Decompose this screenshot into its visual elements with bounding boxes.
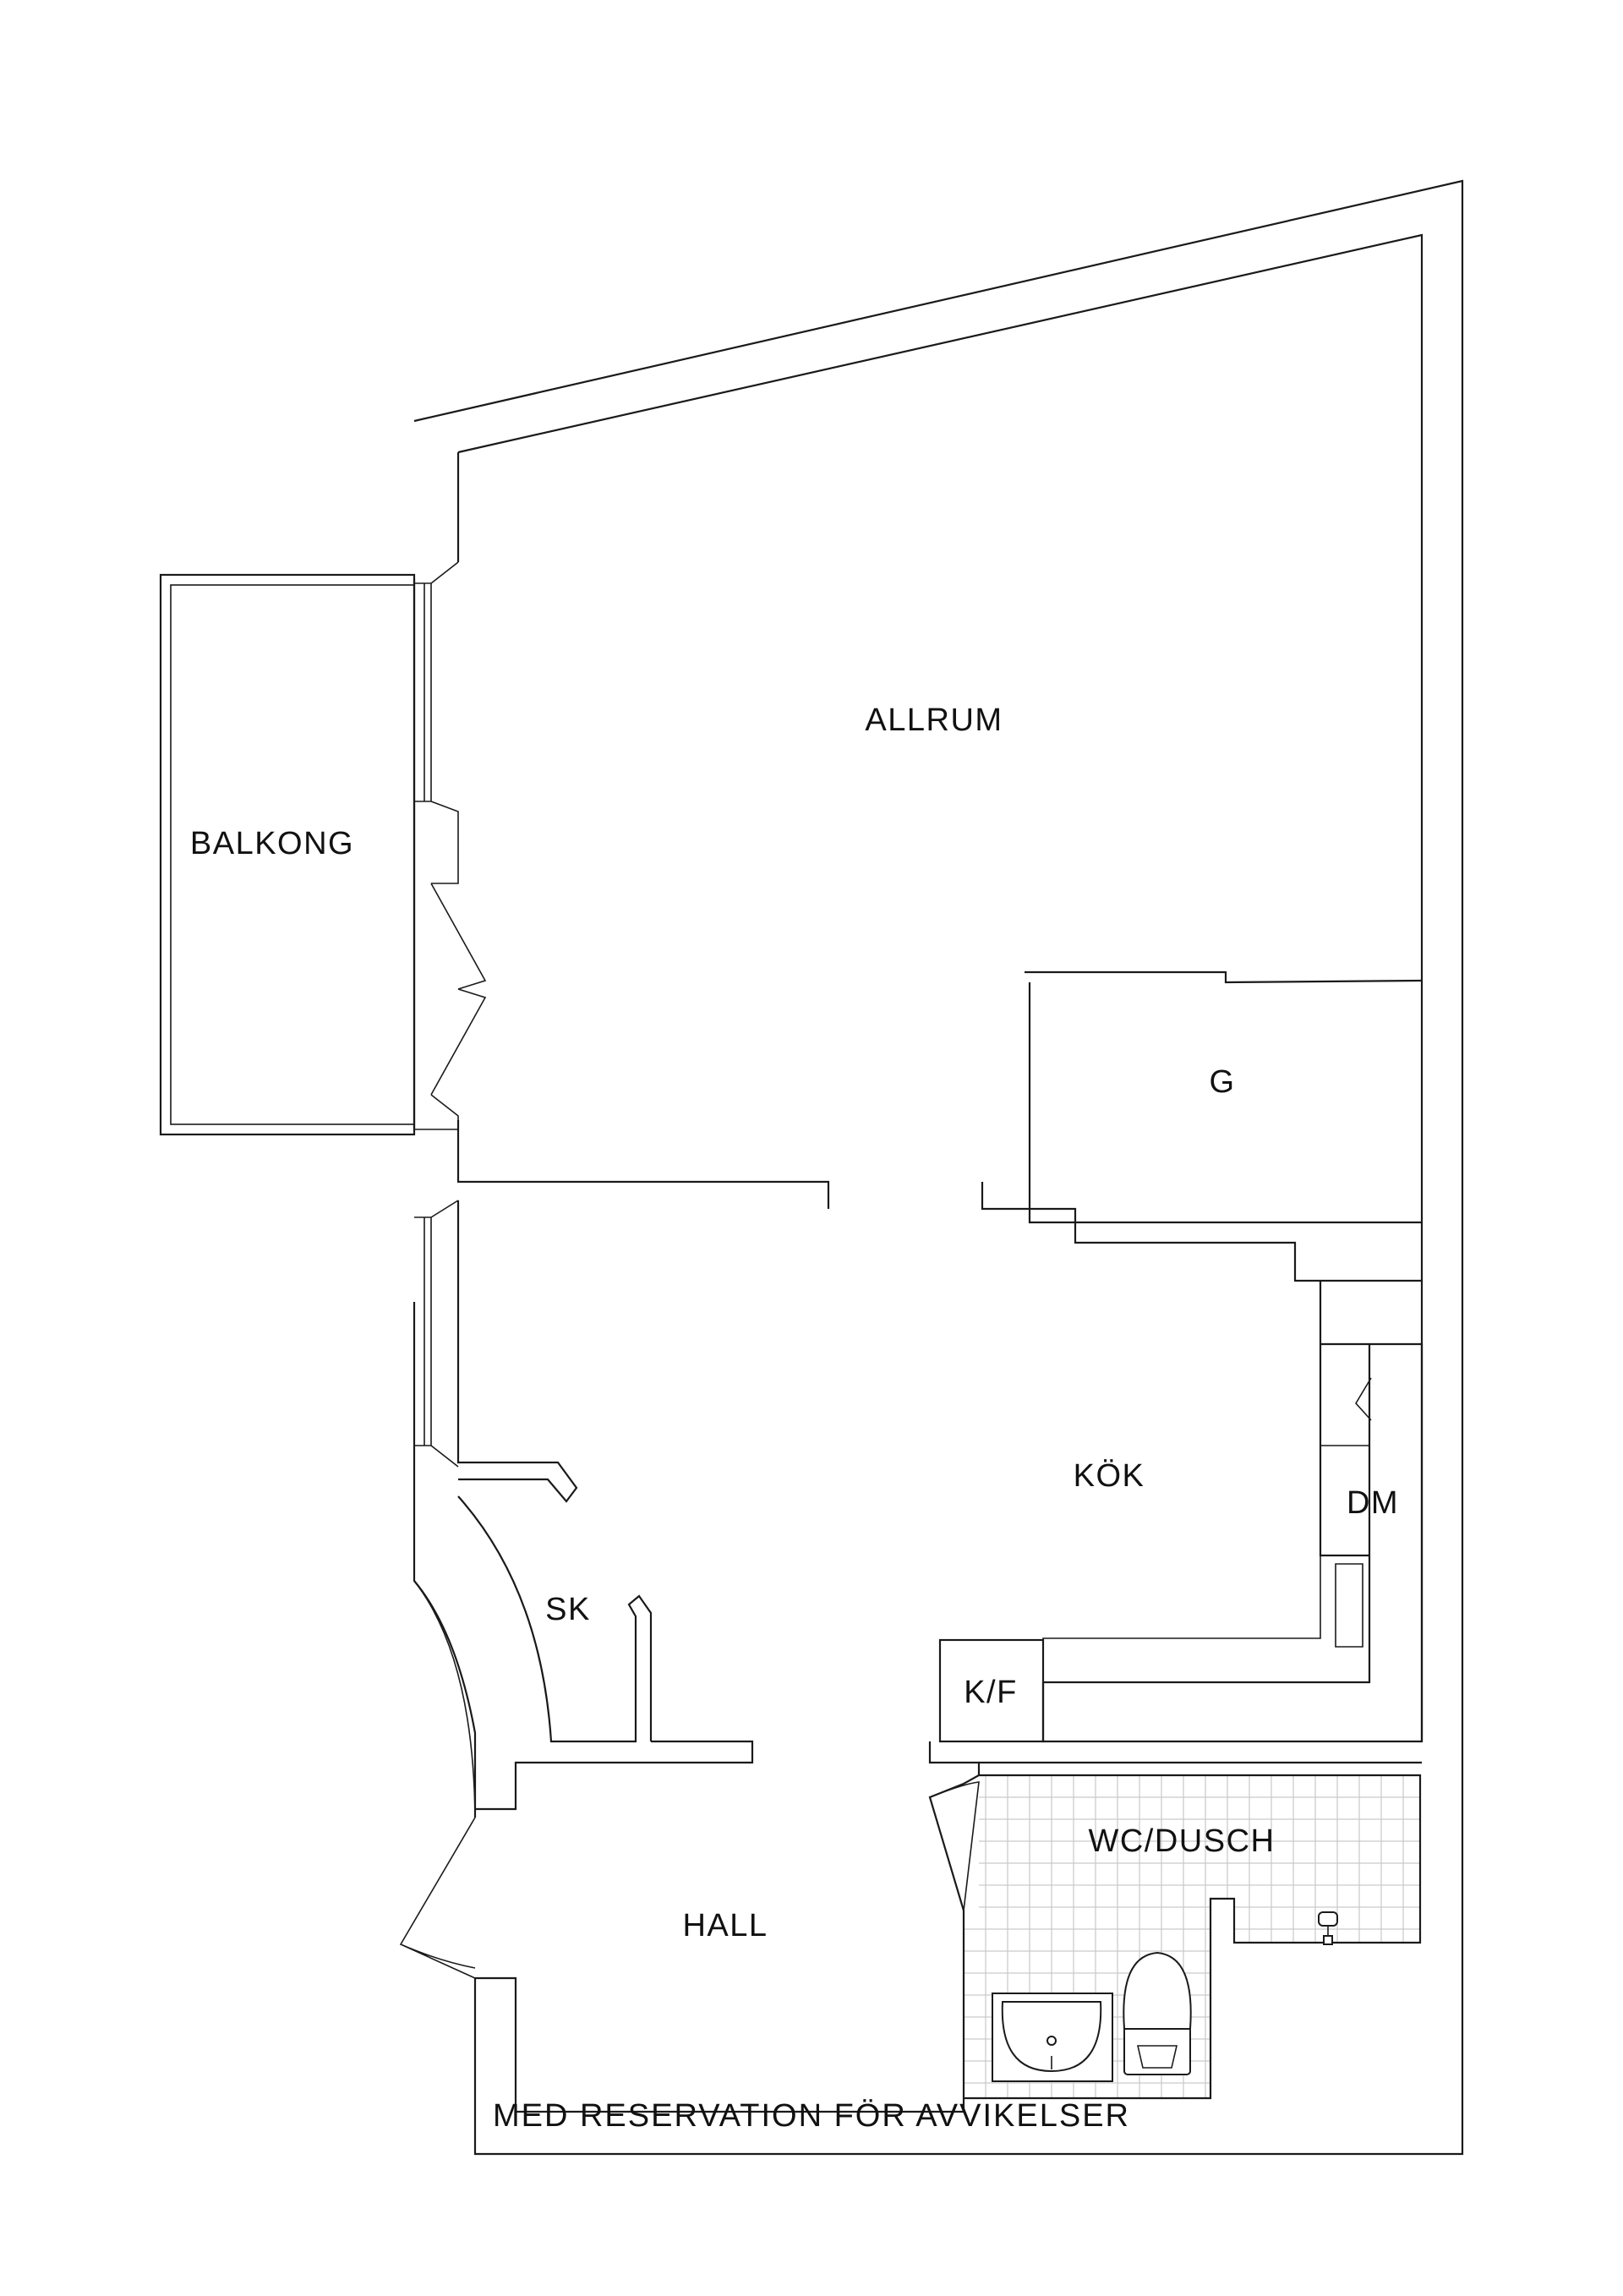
hall-left-wall (456, 1200, 653, 1743)
room-label-wc-dusch: WC/DUSCH (1089, 1823, 1276, 1859)
wardrobe-walls (1025, 970, 1423, 1224)
room-label-g: G (1209, 1064, 1235, 1100)
room-label-balkong: BALKONG (190, 826, 354, 861)
bathroom-walls (964, 1761, 1422, 2100)
room-label-sk: SK (545, 1592, 591, 1627)
room-label-kf: K/F (964, 1675, 1018, 1710)
balcony-inner (170, 584, 415, 1125)
balcony-window (414, 561, 459, 884)
room-label-kok: KÖK (1074, 1458, 1145, 1494)
entry-door (399, 1817, 476, 1979)
room-label-dm: DM (1347, 1485, 1399, 1521)
sk-closet-wall (475, 1740, 754, 1811)
room-label-allrum: ALLRUM (865, 702, 1003, 738)
entry-door-swing (413, 1580, 476, 1818)
disclaimer-text: MED RESERVATION FÖR AVVIKELSER (492, 2098, 1131, 2134)
washbasin-icon (992, 1993, 1113, 2082)
toilet-icon (1123, 1951, 1192, 2075)
outer-wall (413, 179, 1464, 2156)
hall-window (414, 1200, 459, 1468)
balcony-door (414, 883, 487, 1130)
shower-head-icon (1318, 1911, 1338, 1945)
allrum-inner-wall (456, 233, 1424, 1282)
room-label-hall: HALL (682, 1908, 768, 1943)
bathroom-door (929, 1781, 980, 1911)
fridge-freezer (938, 1638, 1045, 1743)
kitchen-counter-inner (1042, 1343, 1372, 1682)
